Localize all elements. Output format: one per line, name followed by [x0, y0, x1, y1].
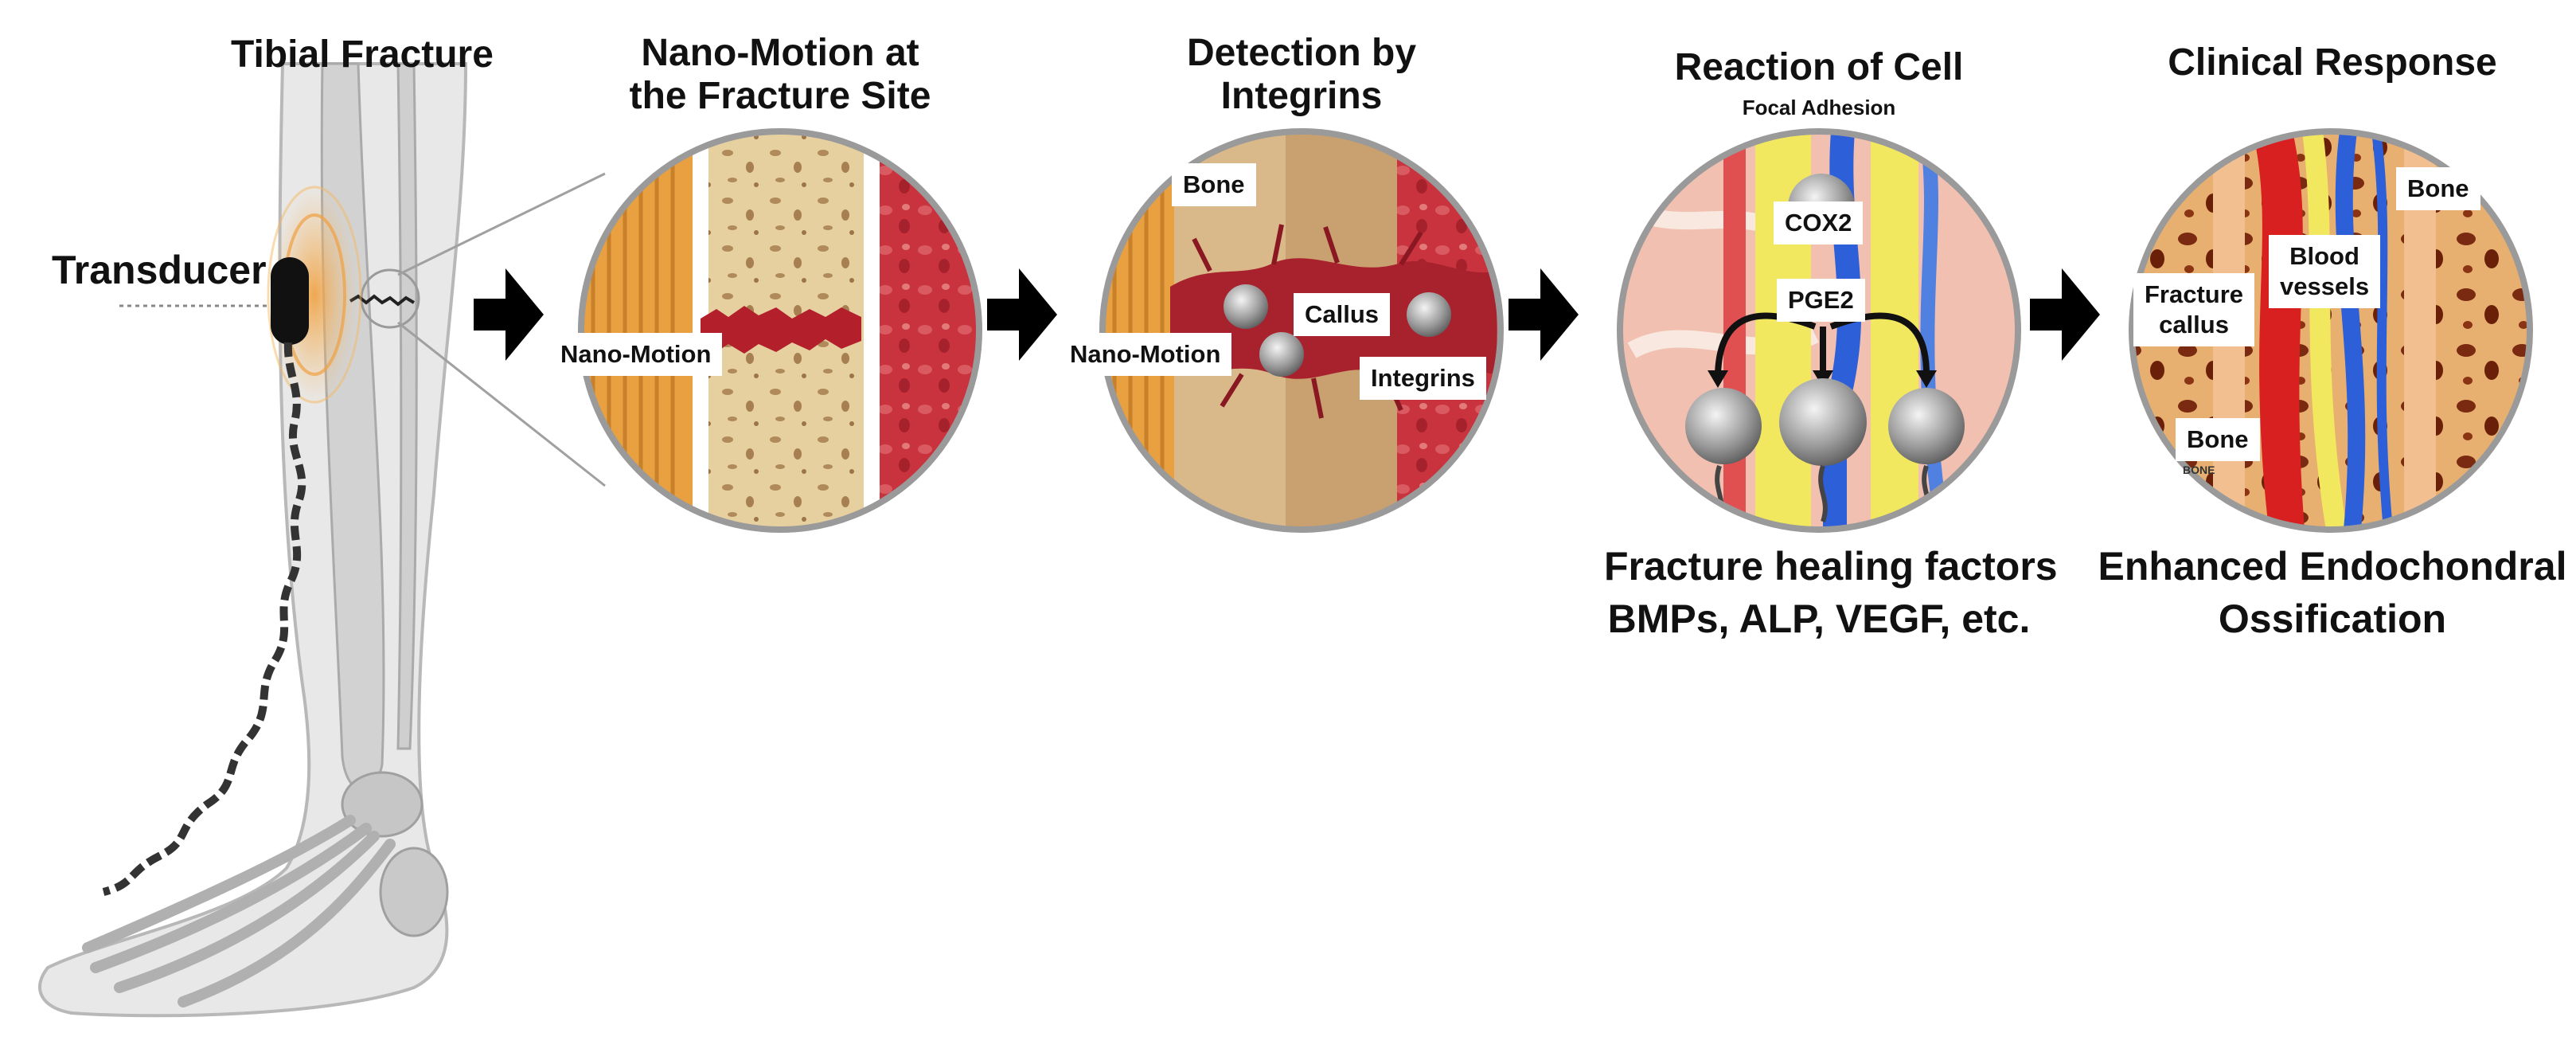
arrow-2 [987, 268, 1057, 361]
zoom-line-bottom [397, 321, 606, 487]
red-blood-vessel [2253, 131, 2305, 530]
reacting-cells [1685, 378, 1965, 522]
blood-vessels-line1: Blood [2289, 242, 2359, 270]
cox2-label: COX2 [1774, 201, 1864, 244]
zoom-line-top [397, 172, 606, 276]
title-nano-motion: Nano-Motion at the Fracture Site [621, 32, 939, 118]
bone-bottom-label-panel4: Bone [2176, 418, 2260, 461]
flow-arrows [474, 268, 2100, 361]
nano-motion-label-panel1: Nano-Motion [549, 333, 723, 376]
marrow-region [880, 131, 979, 530]
transducer-device [271, 257, 309, 345]
nano-motion-panel [581, 131, 979, 530]
bone-label-panel2: Bone [1172, 163, 1256, 206]
reaction-caption-line1: Fracture healing factors [1604, 544, 2058, 589]
nano-motion-label-panel2: Nano-Motion [1059, 333, 1232, 376]
title-nano-motion-line2: the Fracture Site [629, 75, 931, 117]
nano-motion-circle-border [578, 128, 982, 533]
blood-vessels-label: Blood vessels [2269, 235, 2381, 308]
title-nano-motion-line1: Nano-Motion at [641, 32, 919, 74]
title-clinical: Clinical Response [2168, 41, 2497, 84]
title-detection: Detection by Integrins [1146, 32, 1457, 118]
bone-top-label-panel4: Bone [2396, 167, 2480, 210]
fracture-callus-line2: callus [2159, 311, 2229, 338]
focal-adhesion-label: Focal Adhesion [1742, 96, 1896, 119]
fracture-gap [701, 306, 861, 354]
callus-label: Callus [1294, 293, 1391, 336]
clinical-circle-border [2129, 128, 2533, 533]
clinical-caption-line1: Enhanced Endochondral [2098, 544, 2567, 589]
integrin-cells [1224, 284, 1451, 377]
arrow-4 [2030, 268, 2100, 361]
cortical-bone-right [864, 131, 880, 530]
foot-bones [82, 815, 396, 1007]
title-detection-line1: Detection by [1186, 32, 1417, 74]
fracture-callus-line1: Fracture [2145, 280, 2244, 308]
heel-bone [379, 847, 449, 937]
title-detection-line2: Integrins [1220, 75, 1383, 117]
integrins-label: Integrins [1360, 357, 1486, 400]
transducer-cable [102, 342, 306, 896]
arrow-1 [474, 268, 544, 361]
blood-vessels-line2: vessels [2280, 272, 2370, 300]
clinical-caption: Enhanced Endochondral Ossification [2094, 540, 2571, 645]
blue-blood-vessel [2335, 131, 2366, 530]
fibula-bone [396, 62, 418, 750]
reaction-caption-line2: BMPs, ALP, VEGF, etc. [1607, 597, 2031, 641]
leg-illustration [38, 62, 606, 1018]
fracture-callus-label: Fracture callus [2133, 273, 2255, 346]
ankle-joint [341, 771, 423, 838]
title-reaction: Reaction of Cell [1674, 46, 1964, 88]
pge2-label: PGE2 [1777, 279, 1865, 322]
yellow-blood-vessel [2302, 131, 2347, 530]
bone-tiny-label: BONE [2183, 464, 2215, 476]
detection-circle-border [1099, 128, 1504, 533]
transducer-label: Transducer [52, 248, 267, 292]
reaction-circle-border [1617, 128, 2021, 533]
clinical-caption-line2: Ossification [2218, 597, 2447, 641]
reaction-caption: Fracture healing factors BMPs, ALP, VEGF… [1604, 540, 2058, 645]
title-tibial-fracture: Tibial Fracture [231, 33, 494, 76]
arrow-3 [1509, 268, 1579, 361]
